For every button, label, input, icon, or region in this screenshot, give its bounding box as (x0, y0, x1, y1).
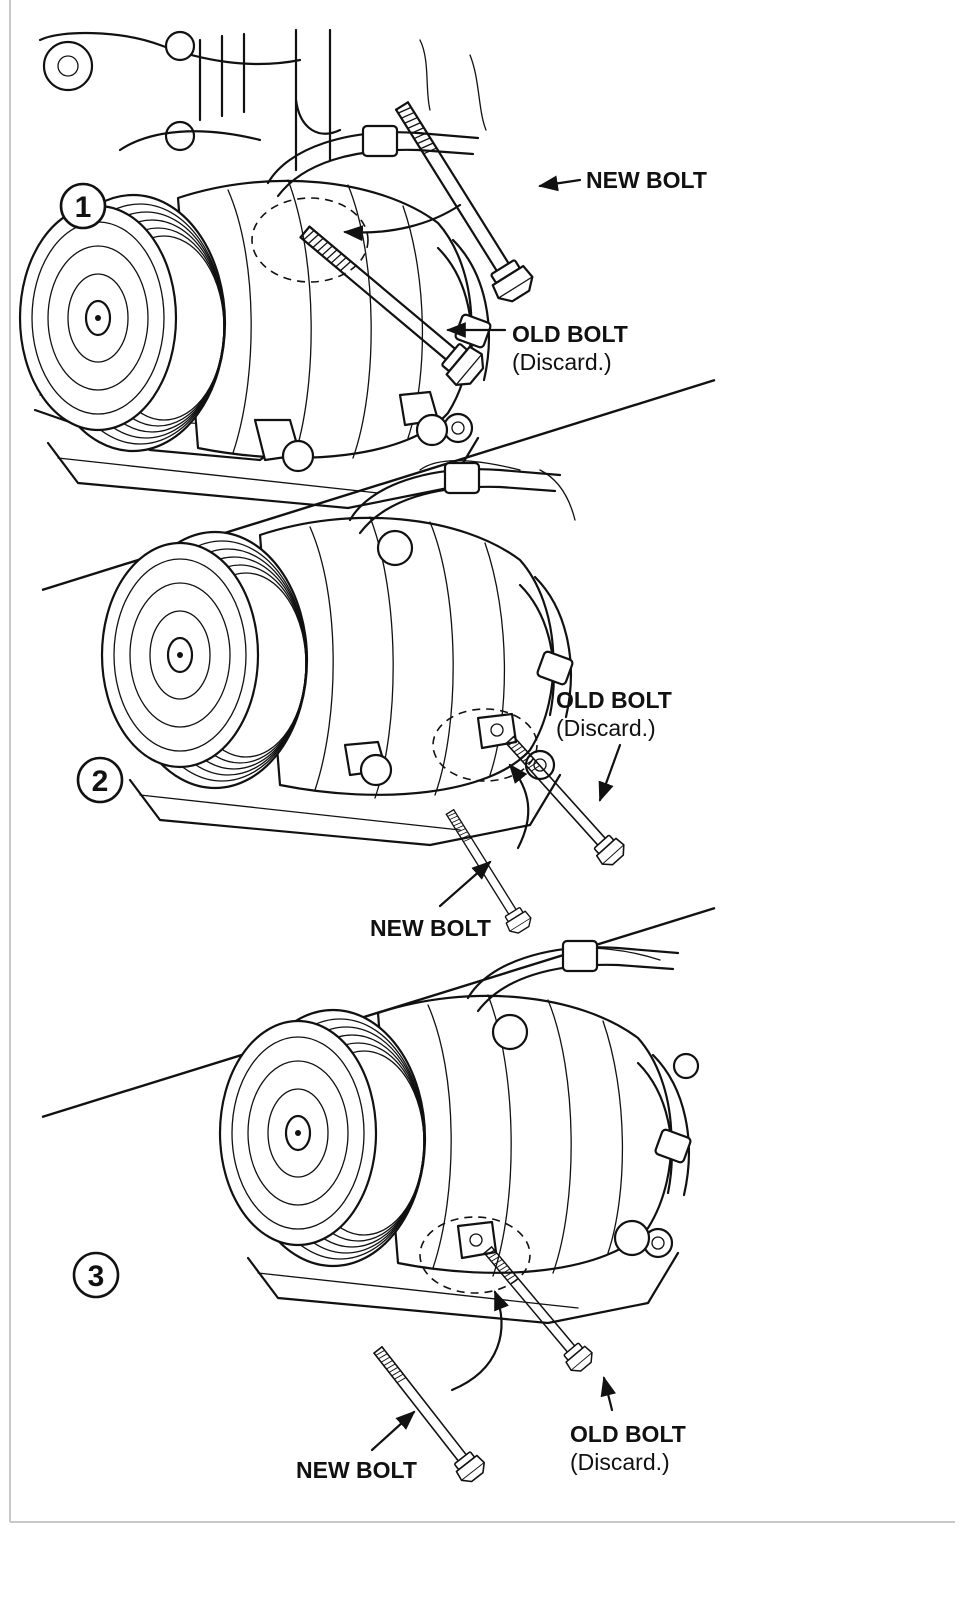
step-3-number: 3 (88, 1260, 105, 1293)
step-2-swap-arrow (508, 763, 530, 850)
step-2-old-bolt-leader (598, 743, 622, 802)
step-3-old-bolt-note: (Discard.) (570, 1449, 670, 1475)
step-1-new-bolt-leader (538, 175, 582, 192)
step-3-compressor (218, 939, 693, 1325)
step-1-number-badge (59, 182, 107, 230)
step-2-old-bolt-note: (Discard.) (556, 715, 656, 741)
step-1-old-bolt-label: OLD BOLT (512, 321, 628, 347)
step-1-number: 1 (75, 191, 92, 224)
step-3-old-bolt-leader (600, 1376, 617, 1412)
step-1-lower-bolts (253, 390, 449, 473)
step-3-number-badge (72, 1251, 120, 1299)
step-1-old-bolt-note: (Discard.) (512, 349, 612, 375)
step-3-bolt-hole-callout (419, 1216, 531, 1294)
step-1-panel: 1 NEW BOLT OLD BOLT (Discard.) (18, 28, 707, 510)
step-3-upper-bolt (491, 1013, 700, 1257)
step-2-panel: 2 OLD BOLT (Discard.) NEW BOLT (76, 459, 672, 941)
step-1-bolt-hole-callout (251, 197, 369, 283)
step-3-new-bolt-label: NEW BOLT (296, 1457, 417, 1483)
step-2-number: 2 (92, 765, 109, 798)
step-3-swap-arrow (450, 1290, 509, 1392)
step-1-swap-arrow (343, 203, 462, 242)
step-3-old-bolt-label: OLD BOLT (570, 1421, 686, 1447)
step-1-compressor (18, 124, 493, 510)
step-2-number-badge (76, 756, 124, 804)
step-3-panel: 3 OLD BOLT (Discard.) NEW BOLT (72, 939, 700, 1487)
step-2-mount-lug (476, 712, 518, 750)
step-2-new-bolt-label: NEW BOLT (370, 915, 491, 941)
step-3-new-bolt-leader (370, 1410, 416, 1452)
step-1-new-bolt-label: NEW BOLT (586, 167, 707, 193)
step-2-new-bolt-leader (438, 860, 492, 908)
step-2-lower-bolt (343, 529, 414, 787)
step-2-old-bolt-label: OLD BOLT (556, 687, 672, 713)
step-2-bolt-hole-callout (432, 708, 538, 782)
step-2-compressor (100, 461, 575, 847)
